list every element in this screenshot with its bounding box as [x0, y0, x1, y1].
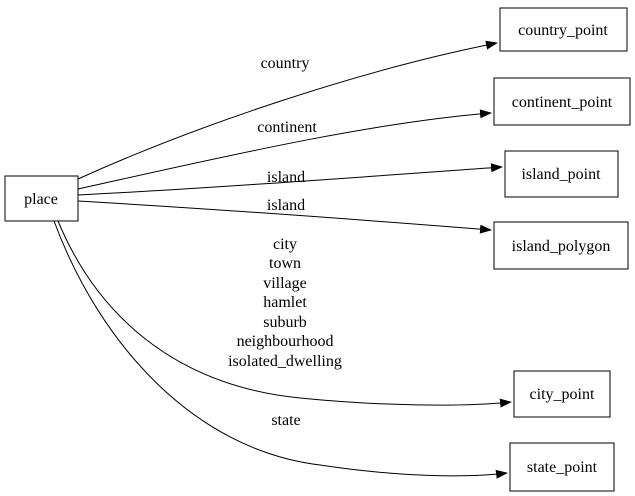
node-place-box: [4, 175, 79, 222]
node-state-point-box: [509, 442, 615, 492]
node-island-point-box: [504, 150, 619, 198]
edge-label-continent: continent: [257, 119, 317, 136]
node-country-point-box: [499, 7, 628, 52]
node-place-label: place: [24, 191, 58, 208]
node-island-polygon: island_polygon: [493, 221, 629, 270]
edge-label-hamlet-line: hamlet: [263, 294, 307, 311]
node-continent-point-box: [493, 77, 631, 126]
node-place: place: [4, 175, 79, 222]
edge-label-island-point: island: [267, 169, 305, 186]
node-island-point-label: island_point: [521, 166, 601, 183]
node-state-point: state_point: [509, 442, 615, 492]
node-island-point: island_point: [504, 150, 619, 198]
edge-label-city-multiline: city town village hamlet suburb neighbou…: [228, 236, 342, 370]
node-island-polygon-label: island_polygon: [512, 238, 611, 255]
edge-place-island-polygon: [77, 200, 492, 234]
edge-label-town-line: town: [269, 255, 301, 272]
edge-label-country: country: [261, 55, 310, 72]
node-continent-point-label: continent_point: [512, 94, 613, 111]
node-island-polygon-box: [493, 221, 629, 270]
edge-label-neighbourhood-line: neighbourhood: [237, 333, 334, 350]
node-city-point-box: [513, 370, 611, 418]
edge-place-continent-point: [77, 109, 492, 190]
node-continent-point: continent_point: [493, 77, 631, 126]
edge-label-city-line: city: [273, 236, 297, 253]
node-country-point-label: country_point: [518, 22, 608, 39]
node-group: place country_point continent_point isla…: [4, 7, 631, 492]
edge-label-village-line: village: [263, 275, 307, 292]
edge-place-country-point: [77, 40, 498, 180]
edge-group: [53, 40, 512, 479]
node-country-point: country_point: [499, 7, 628, 52]
edge-label-island-polygon: island: [267, 197, 305, 214]
edge-label-group: country continent island island city tow…: [228, 55, 342, 429]
edge-label-suburb-line: suburb: [263, 314, 307, 331]
node-state-point-label: state_point: [527, 459, 598, 476]
edge-place-island-point: [77, 163, 503, 196]
edge-label-isolated-dwelling-line: isolated_dwelling: [228, 353, 342, 370]
edge-label-state: state: [271, 412, 300, 429]
edge-place-city-point: [57, 220, 512, 408]
node-city-point-label: city_point: [530, 386, 595, 403]
node-city-point: city_point: [513, 370, 611, 418]
edge-place-state-point: [53, 220, 508, 479]
